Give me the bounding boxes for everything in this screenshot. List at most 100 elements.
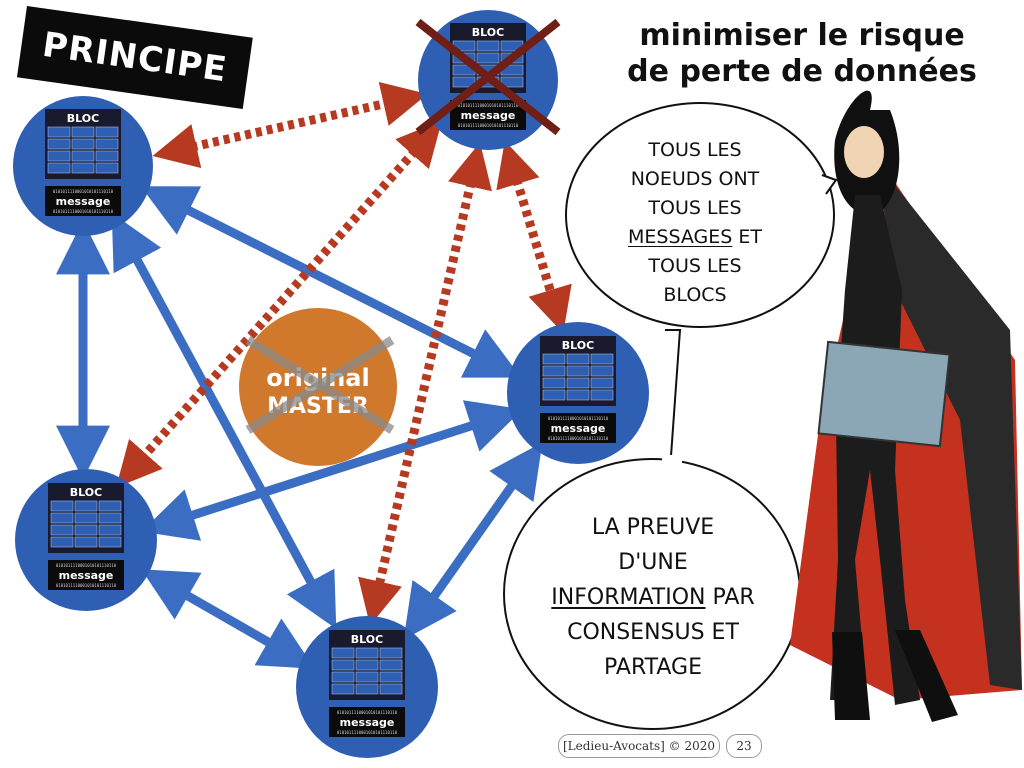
bloc-label: BLOC: [67, 112, 99, 125]
bloc-cell: [74, 512, 98, 524]
bloc-cell: [452, 76, 476, 88]
bloc-cell: [50, 536, 74, 548]
bloc-cell: [590, 353, 614, 365]
bloc-cell: [47, 138, 71, 150]
red-dotted-arrow-4: [496, 140, 572, 334]
bubble-top-underlined-word: MESSAGES: [628, 226, 733, 248]
message-label: message: [340, 716, 395, 729]
bloc-cell: [98, 524, 122, 536]
message-bits: 0101011110001010101110110: [56, 583, 117, 588]
bloc-cell: [95, 138, 119, 150]
principe-label: PRINCIPE: [40, 24, 230, 91]
bloc-cell: [74, 524, 98, 536]
bloc-cell: [98, 512, 122, 524]
bloc-cell: [355, 647, 379, 659]
bloc-nodes: BLOC0101011110001010101110110message0101…: [13, 10, 649, 758]
bubble-bottom-text: PAR: [705, 585, 755, 610]
bloc-cell: [50, 512, 74, 524]
bloc-cell: [355, 659, 379, 671]
message-bits: 0101011110001010101110110: [458, 123, 519, 128]
bubble-bottom-line-2: D'UNE: [510, 545, 796, 580]
message-bits: 0101011110001010101110110: [548, 416, 609, 421]
bloc-cell: [71, 162, 95, 174]
bloc-cell: [379, 683, 403, 695]
original-master: original MASTER: [239, 308, 397, 466]
bubble-top-text: BLOCS: [663, 284, 727, 306]
bubble-bottom-text: D'UNE: [618, 550, 688, 575]
blue-arrow-5: [141, 569, 315, 669]
face: [844, 126, 884, 178]
bubble-bottom-line-4: CONSENSUS ET: [510, 615, 796, 650]
bloc-cell: [331, 671, 355, 683]
bubble-bottom-line-1: LA PREUVE: [510, 510, 796, 545]
bloc-cell: [71, 150, 95, 162]
message-bits: 0101011110001010101110110: [56, 563, 117, 568]
bloc-cell: [590, 389, 614, 401]
bloc-cell: [47, 162, 71, 174]
bloc-cell: [566, 377, 590, 389]
bloc-cell: [47, 150, 71, 162]
bubble-bottom-text: LA PREUVE D'UNE INFORMATION PAR CONSENSUS E…: [510, 510, 796, 685]
bloc-cell: [355, 671, 379, 683]
bloc-cell: [566, 353, 590, 365]
message-label: message: [59, 569, 114, 582]
bubble-top-text: ET: [732, 226, 762, 248]
heroine-illustration: [790, 90, 1022, 722]
title-line-2: de perte de données: [627, 54, 977, 89]
bloc-cell: [71, 126, 95, 138]
bloc-cell: [331, 647, 355, 659]
bubble-bottom-underlined-word: INFORMATION: [551, 585, 706, 610]
message-label: message: [551, 422, 606, 435]
message-label: message: [461, 109, 516, 122]
bloc-cell: [71, 138, 95, 150]
tablet: [817, 340, 951, 448]
bloc-cell: [566, 365, 590, 377]
bloc-cell: [379, 647, 403, 659]
bloc-label: BLOC: [562, 339, 594, 352]
speech-bubble-top: [565, 102, 838, 328]
message-bits: 0101011110001010101110110: [458, 103, 519, 108]
bloc-cell: [542, 377, 566, 389]
page-title: minimiser le risque de perte de données: [596, 18, 1008, 90]
bloc-cell: [590, 365, 614, 377]
bloc-cell: [74, 500, 98, 512]
bloc-cell: [98, 500, 122, 512]
bloc-cell: [95, 150, 119, 162]
cross-line-b: [415, 18, 561, 136]
bubble-top-text: TOUS LES: [648, 139, 742, 161]
bloc-cell: [476, 52, 500, 64]
bloc-label: BLOC: [472, 26, 504, 39]
message-panel: [329, 707, 405, 737]
bloc-node-topleft: BLOC0101011110001010101110110message0101…: [13, 96, 153, 236]
message-panel: [48, 560, 124, 590]
bubble-top-line-6: BLOCS: [590, 281, 800, 310]
title-line-1: minimiser le risque: [639, 18, 965, 53]
bubble-bottom-text: LA PREUVE: [591, 515, 715, 540]
message-bits: 0101011110001010101110110: [337, 710, 398, 715]
message-panel: [450, 100, 526, 130]
bloc-cell: [379, 659, 403, 671]
bloc-cell: [500, 76, 524, 88]
bloc-label: BLOC: [70, 486, 102, 499]
bubble-top-line-1: TOUS LES: [590, 136, 800, 165]
bloc-cell: [331, 659, 355, 671]
bloc-node-crossed: BLOC 0101011110001010101110110message0101…: [415, 10, 561, 150]
footer-copyright: [Ledieu-Avocats] © 2020: [558, 734, 720, 758]
message-bits: 0101011110001010101110110: [548, 436, 609, 441]
bloc-cell: [542, 389, 566, 401]
bloc-cell: [47, 126, 71, 138]
bubble-top-line-5: TOUS LES: [590, 252, 800, 281]
boots: [832, 630, 958, 722]
cape-outer: [875, 160, 1022, 690]
bloc-cell: [542, 365, 566, 377]
bubble-top-line-4: MESSAGES ET: [590, 223, 800, 252]
message-panel: [540, 413, 616, 443]
bloc-cell: [95, 126, 119, 138]
bubble-top-text: TOUS LES: [648, 197, 742, 219]
message-panel: [45, 186, 121, 216]
bubble-bottom-text: CONSENSUS ET: [567, 620, 739, 645]
bubble-top-text: NOEUDS ONT: [630, 168, 760, 190]
red-dotted-connections: [116, 81, 572, 626]
page-number: 23: [726, 734, 762, 758]
